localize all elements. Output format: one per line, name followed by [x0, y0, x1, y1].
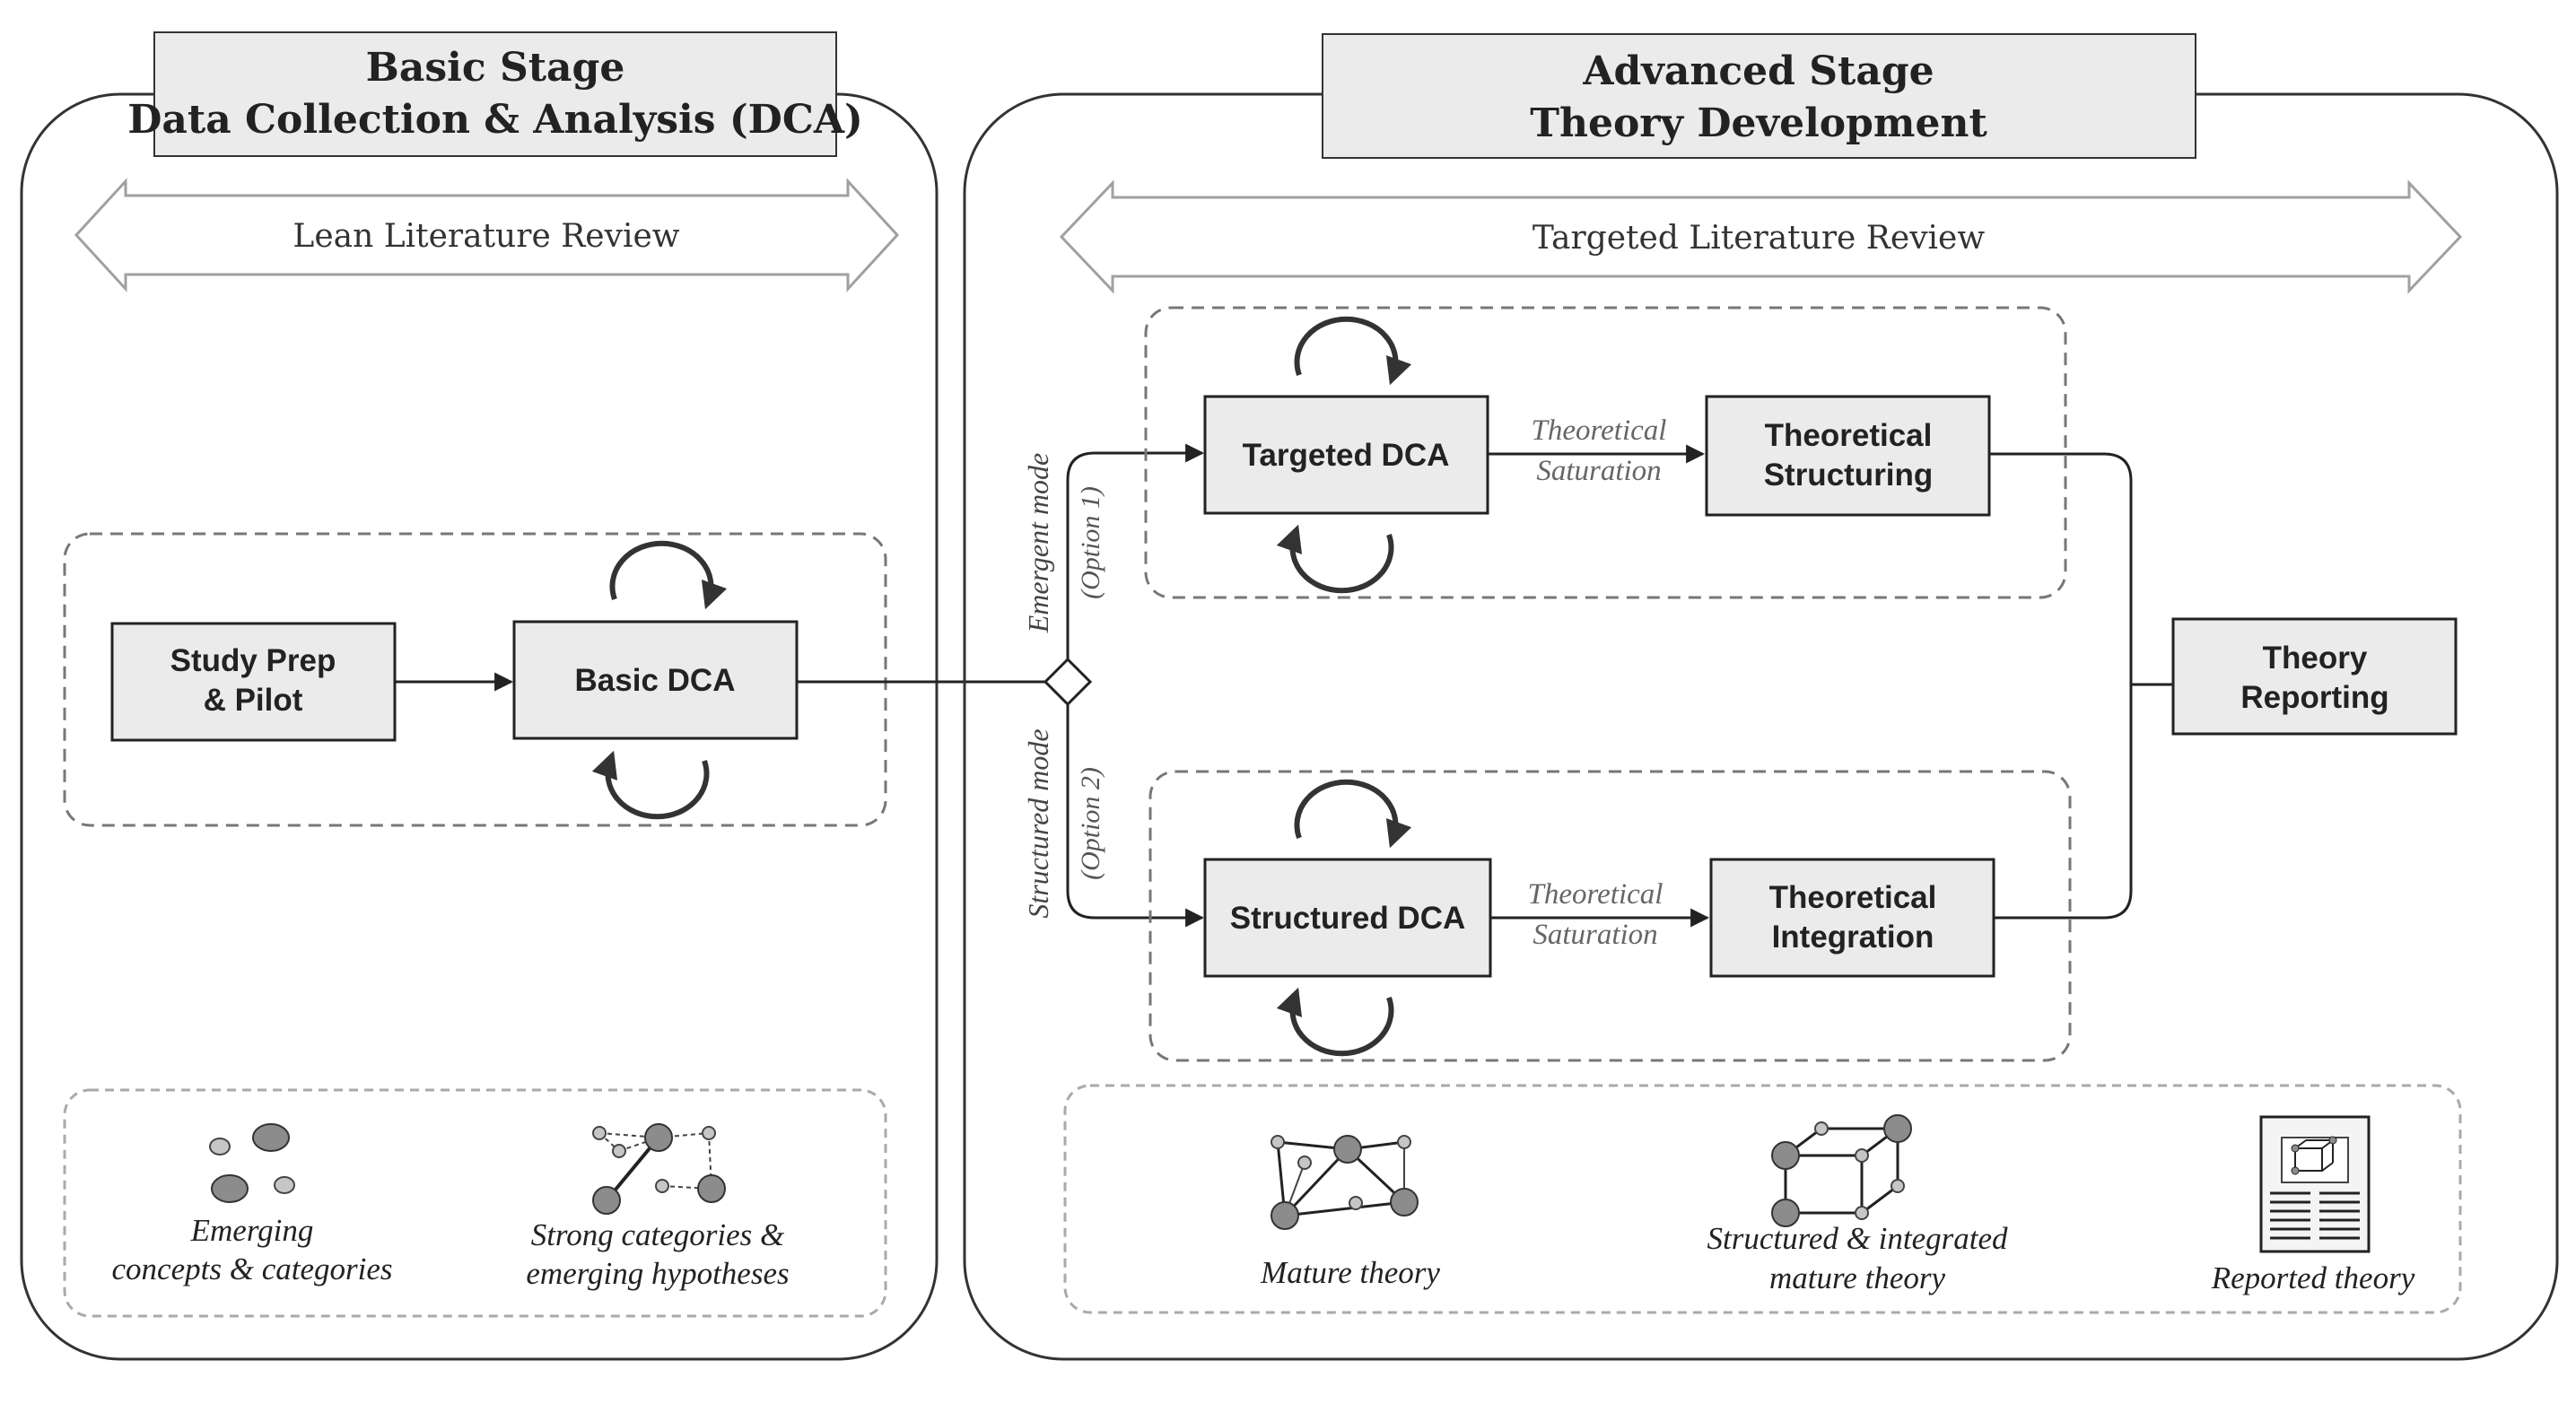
basic-stage-title: Basic Stage	[366, 45, 625, 91]
theoretical-integration-label-2: Integration	[1772, 920, 1934, 955]
theory-reporting-box	[2171, 617, 2458, 736]
theoretical-structuring-box	[1705, 395, 1991, 517]
theoretical-integration-label-1: Theoretical	[1769, 880, 1937, 915]
advanced-legend-box	[1063, 1084, 2462, 1314]
basic-dca-group	[63, 532, 887, 827]
reported-theory-label: Reported theory	[2211, 1260, 2415, 1295]
emergent-mode-group	[1144, 306, 2067, 599]
strong-categories-label-1: Strong categories &	[531, 1217, 785, 1252]
cycle-arrow-top-icon	[609, 540, 728, 610]
reported-theory-icon	[2259, 1115, 2371, 1253]
structured-cycle-arrow-bottom-icon	[1276, 987, 1394, 1057]
emergent-mode-label: Emergent mode	[1022, 453, 1054, 634]
study-prep-label-2: & Pilot	[204, 683, 303, 718]
merge-connector	[1989, 452, 2133, 920]
targeted-dca-box	[1203, 395, 1489, 515]
study-prep-box	[110, 622, 397, 742]
option-1-label: (Option 1)	[1076, 486, 1105, 599]
theory-reporting-label-1: Theory	[2263, 641, 2368, 676]
targeted-literature-review-arrow	[1059, 179, 2463, 294]
basic-stage-subtitle: Data Collection & Analysis (DCA)	[127, 97, 863, 143]
basic-dca-box	[512, 620, 799, 740]
structured-dca-label: Structured DCA	[1230, 901, 1466, 936]
emerging-concepts-icon	[209, 1123, 295, 1203]
theoretical-structuring-label-2: Structuring	[1764, 458, 1934, 493]
emerging-concepts-label-2: concepts & categories	[112, 1251, 393, 1286]
structured-integrated-theory-label-1: Structured & integrated	[1707, 1221, 2008, 1256]
structured-branch-connector	[1066, 704, 1205, 928]
targeted-literature-review-label: Targeted Literature Review	[1533, 220, 1986, 257]
advanced-stage-header-box	[1322, 33, 2196, 159]
saturation-label-2-top: Saturation	[1536, 455, 1661, 487]
lean-literature-review-label: Lean Literature Review	[293, 218, 679, 255]
cycle-arrow-bottom-icon	[591, 750, 710, 820]
advanced-stage-subtitle: Theory Development	[1530, 100, 1987, 146]
structured-mode-group	[1148, 770, 2072, 1062]
structured-dca-box	[1203, 858, 1492, 978]
theory-reporting-label-2: Reporting	[2240, 680, 2388, 715]
study-prep-label-1: Study Prep	[170, 643, 336, 678]
theoretical-integration-box	[1709, 858, 1995, 978]
structured-mode-label: Structured mode	[1022, 728, 1054, 918]
emergent-branch-connector	[1066, 443, 1205, 659]
option-2-label: (Option 2)	[1076, 767, 1105, 880]
structured-cycle-arrow-top-icon	[1294, 779, 1412, 849]
lean-literature-review-arrow	[74, 178, 900, 292]
emerging-concepts-label-1: Emerging	[190, 1213, 314, 1248]
advanced-stage-title: Advanced Stage	[1582, 48, 1934, 94]
saturation-label-1-top: Theoretical	[1532, 414, 1667, 447]
theoretical-structuring-label-1: Theoretical	[1765, 418, 1933, 453]
basic-stage-header-box	[153, 31, 837, 157]
targeted-dca-label: Targeted DCA	[1243, 438, 1450, 473]
saturation-label-1-bottom: Theoretical	[1528, 878, 1663, 911]
targeted-cycle-arrow-top-icon	[1294, 316, 1412, 386]
strong-categories-label-2: emerging hypotheses	[526, 1256, 789, 1291]
saturation-label-2-bottom: Saturation	[1533, 919, 1657, 951]
basic-dca-label: Basic DCA	[575, 663, 736, 698]
basic-legend-box	[63, 1088, 887, 1318]
mature-theory-label: Mature theory	[1260, 1255, 1440, 1290]
structured-integrated-theory-label-2: mature theory	[1769, 1260, 1945, 1295]
mode-decision-diamond	[1043, 657, 1093, 707]
strong-categories-icon	[592, 1123, 726, 1215]
structured-integrated-theory-icon	[1771, 1114, 1912, 1227]
mature-theory-icon	[1271, 1135, 1419, 1230]
targeted-cycle-arrow-bottom-icon	[1276, 524, 1394, 594]
